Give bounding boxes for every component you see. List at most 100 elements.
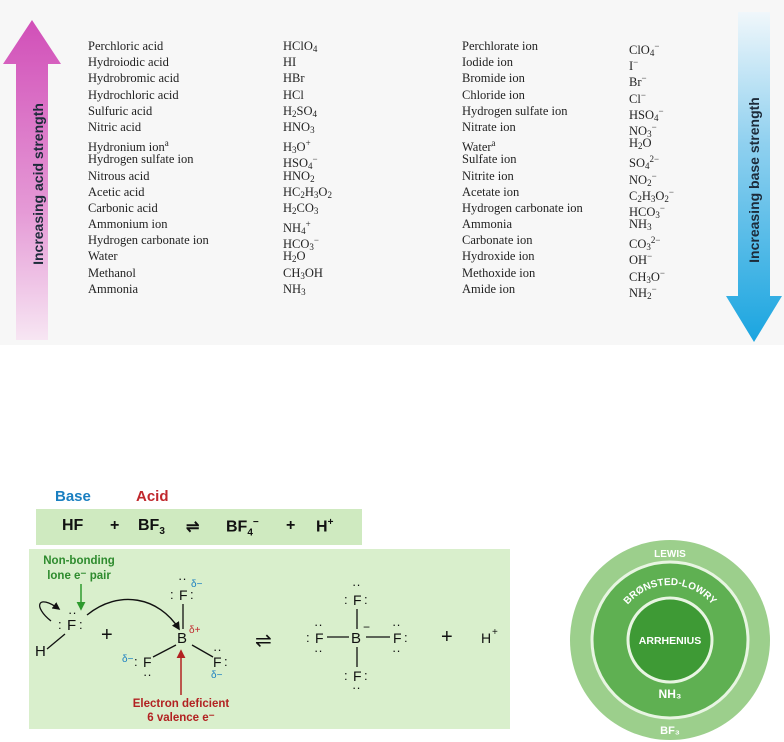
- base-formula: Br−: [629, 73, 647, 90]
- acid-name: Hydrobromic acid: [88, 71, 180, 86]
- base-formula: OH−: [629, 251, 653, 268]
- base-formula: NO2−: [629, 170, 657, 188]
- lone-pair-dots: ··: [392, 643, 401, 658]
- lewis-equation-bar: [36, 509, 362, 545]
- nh3-label: NH₃: [659, 687, 682, 701]
- atom-b-bf4: B: [351, 630, 361, 647]
- base-name: Nitrite ion: [462, 168, 514, 183]
- lone-pair-dots: :: [134, 654, 138, 669]
- lone-pair-dots: :: [170, 587, 174, 602]
- acid-formula: HClO4: [283, 39, 318, 54]
- equation-h-plus: H+: [316, 517, 334, 536]
- atom-f-top: F: [179, 587, 188, 603]
- acid-strength-arrow-icon: [3, 20, 61, 340]
- lone-pair-dots: :: [224, 654, 228, 669]
- acid-formula: HNO2: [283, 168, 315, 184]
- acid-name: Nitrous acid: [88, 168, 150, 183]
- base-name: Bromide ion: [462, 71, 525, 86]
- acid-label: Acid: [136, 488, 169, 505]
- bf-bond-right: [191, 644, 214, 658]
- acid-formula: HBr: [283, 71, 305, 86]
- base-formula: CO32−: [629, 235, 661, 253]
- acid-base-definitions-circles: LEWIS BRØNSTED-LOWRY ARRHENIUS NH₃ BF₃: [570, 540, 770, 740]
- curved-arrow-to-b-icon: [86, 598, 180, 631]
- equation-hf: HF: [62, 517, 84, 534]
- lone-pair-dots: ··: [314, 643, 323, 658]
- lone-pair-dots: :: [344, 592, 348, 607]
- base-formula: NH3: [629, 217, 652, 233]
- lone-pair-dots: :: [79, 617, 83, 632]
- base-name: Acetate ion: [462, 184, 520, 199]
- acid-name: Nitric acid: [88, 119, 142, 134]
- equilibrium-arrow-icon: ⇌: [255, 630, 272, 652]
- lewis-label: LEWIS: [654, 549, 686, 560]
- hf-bond: [46, 633, 66, 650]
- base-name: Hydrogen carbonate ion: [462, 200, 583, 215]
- base-name: Chloride ion: [462, 87, 525, 102]
- acid-name: Carbonic acid: [88, 200, 158, 215]
- base-formula: NH2−: [629, 283, 657, 301]
- lewis-structure-diagram: Non-bonding lone e⁻ pair F : : ·· H + ··…: [35, 555, 498, 724]
- acid-formula: HI: [283, 55, 297, 70]
- acid-formula-column: HClO4 HI HBr HCl H2SO4 HNO3 H3O+ HSO4− H…: [283, 38, 332, 297]
- acid-formula: NH4+: [283, 219, 311, 237]
- plus-sign: +: [441, 626, 453, 648]
- equation-plus: +: [286, 517, 296, 534]
- base-name: Methoxide ion: [462, 265, 536, 280]
- lone-pair-dots: :: [190, 587, 194, 602]
- h-plus-charge: +: [492, 627, 498, 638]
- base-name: Iodide ion: [462, 55, 514, 70]
- acid-formula: NH3: [283, 281, 306, 297]
- lone-pair-dots: ··: [392, 617, 401, 632]
- lone-pair-dots: ··: [143, 667, 152, 682]
- lone-pair-dots: :: [364, 668, 368, 683]
- lone-pair-dots: ··: [68, 605, 77, 620]
- plus-sign: +: [101, 624, 113, 646]
- atom-b: B: [177, 630, 187, 647]
- base-strength-label: Increasing base strength: [746, 97, 762, 263]
- base-formula: SO42−: [629, 154, 660, 172]
- atom-h: H: [35, 643, 46, 660]
- atom-f-left: F: [143, 654, 152, 670]
- base-name: Ammonia: [462, 217, 512, 232]
- acid-name: Acetic acid: [88, 184, 145, 199]
- base-formula: ClO4−: [629, 41, 660, 58]
- acid-formula: CH3OH: [283, 265, 323, 281]
- footnote-mark: a: [164, 138, 169, 149]
- minus-charge: −: [363, 620, 370, 634]
- delta-minus-top: δ−: [191, 579, 203, 590]
- atom-f-top-bf4: F: [353, 592, 362, 608]
- base-strength-arrow-icon: [726, 12, 782, 342]
- atom-f-right: F: [213, 654, 222, 670]
- acid-name: Sulfuric acid: [88, 103, 153, 118]
- base-formula: CH3O−: [629, 267, 665, 285]
- acid-formula: H2CO3: [283, 200, 319, 216]
- acid-name: Hydrochloric acid: [88, 87, 179, 102]
- base-formula: HCO3−: [629, 202, 665, 220]
- arrhenius-label: ARRHENIUS: [639, 635, 701, 647]
- base-name: Perchlorate ion: [462, 39, 539, 53]
- lone-pair-dots: ··: [213, 642, 222, 657]
- acid-name-column: Perchloric acid Hydroiodic acid Hydrobro…: [88, 38, 209, 297]
- equation-bf4-minus: BF4−: [226, 517, 259, 539]
- nonbonding-note-line1: Non-bonding: [43, 555, 115, 567]
- equation-plus: +: [110, 517, 120, 534]
- lone-pair-dots: :: [344, 668, 348, 683]
- h-plus: H: [481, 630, 491, 646]
- base-name: Sulfate ion: [462, 152, 517, 167]
- base-formula: Cl−: [629, 89, 646, 106]
- atom-f-right-bf4: F: [393, 630, 402, 646]
- equilibrium-arrow-icon: ⇌: [186, 519, 200, 536]
- nonbonding-note-line2: lone e⁻ pair: [47, 570, 111, 582]
- lone-pair-dots: ··: [314, 617, 323, 632]
- arrhenius-circle: [626, 596, 714, 684]
- lone-pair-dots: :: [404, 630, 408, 645]
- base-name: Hydroxide ion: [462, 249, 535, 264]
- acid-name: Water: [88, 249, 118, 264]
- bf3-label: BF₃: [660, 725, 680, 737]
- lone-pair-dots: ··: [352, 680, 361, 695]
- acid-base-strength-table: Increasing acid strength Increasing base…: [0, 0, 784, 345]
- acid-formula: H2SO4: [283, 103, 318, 119]
- lone-pair-dots: ··: [352, 577, 361, 592]
- base-formula: H2O: [629, 136, 652, 152]
